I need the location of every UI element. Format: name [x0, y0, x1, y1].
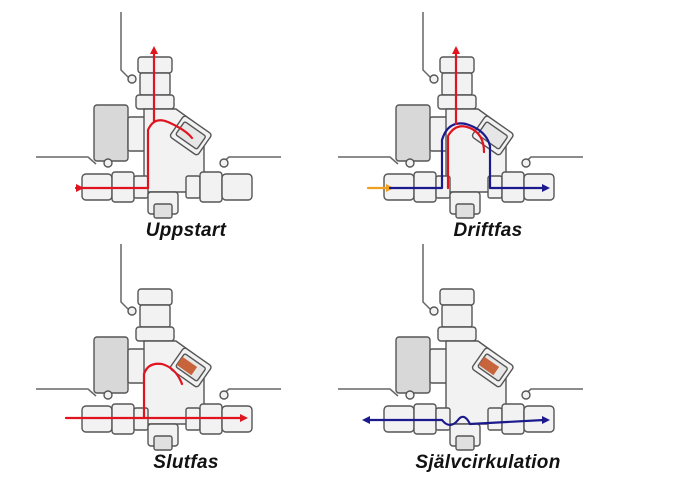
phase-label: Slutfas	[153, 452, 219, 473]
flow-arrow	[150, 46, 158, 54]
thermostat-element	[478, 356, 500, 376]
right-handle-lever	[220, 388, 281, 397]
left-handle-lever	[338, 388, 399, 397]
right-handle-lever	[522, 156, 583, 165]
right-ball-valve	[185, 158, 253, 203]
flow-paths	[366, 46, 550, 192]
flow-paths	[74, 46, 194, 192]
left-ball-valve	[383, 390, 451, 435]
left-ball-valve	[383, 158, 451, 203]
phase-label: Driftfas	[453, 220, 523, 241]
valve-assembly-diagram	[338, 244, 583, 451]
pump-motor	[93, 104, 129, 162]
left-handle-lever	[338, 156, 399, 165]
valve-assembly-diagram	[338, 12, 583, 219]
flow-paths	[64, 356, 248, 422]
top-handle-lever	[120, 244, 132, 313]
phase-panel-2: Slutfas	[36, 244, 336, 479]
hot-flow-path	[74, 119, 194, 190]
thermostat-element	[176, 356, 198, 376]
valve-assembly-diagram	[36, 12, 281, 219]
pump-motor	[395, 104, 431, 162]
phase-panel-0: Uppstart	[36, 12, 336, 247]
right-handle-lever	[220, 156, 281, 165]
left-handle-lever	[36, 156, 97, 165]
right-ball-valve	[487, 390, 555, 435]
hot-flow-path	[446, 125, 486, 190]
top-handle-lever	[422, 244, 434, 313]
phase-label: Uppstart	[145, 220, 227, 241]
flow-arrow	[362, 416, 370, 424]
thermostat-cartridge	[471, 115, 514, 156]
phase-panel-1: Driftfas	[338, 12, 638, 247]
flow-arrow	[542, 184, 550, 192]
left-ball-valve	[81, 390, 149, 435]
flow-arrow	[240, 414, 248, 422]
valve-assembly-diagram	[36, 244, 281, 451]
left-handle-lever	[36, 388, 97, 397]
pump-motor	[395, 336, 431, 394]
phase-label: Självcirkulation	[415, 452, 561, 473]
top-handle-lever	[120, 12, 132, 81]
flow-arrow	[452, 46, 460, 54]
top-handle-lever	[422, 12, 434, 81]
cold-flow-path	[366, 415, 546, 427]
upper-fitting	[137, 288, 173, 306]
upper-fitting	[439, 288, 475, 306]
pump-motor	[93, 336, 129, 394]
flow-paths	[362, 356, 550, 427]
cold-flow-path	[388, 122, 546, 190]
right-handle-lever	[522, 388, 583, 397]
flow-arrow	[76, 184, 84, 192]
phase-panel-3: Självcirkulation	[338, 244, 638, 479]
left-ball-valve	[81, 158, 149, 203]
hot-flow-path	[64, 362, 184, 420]
flow-arrow	[542, 416, 550, 424]
